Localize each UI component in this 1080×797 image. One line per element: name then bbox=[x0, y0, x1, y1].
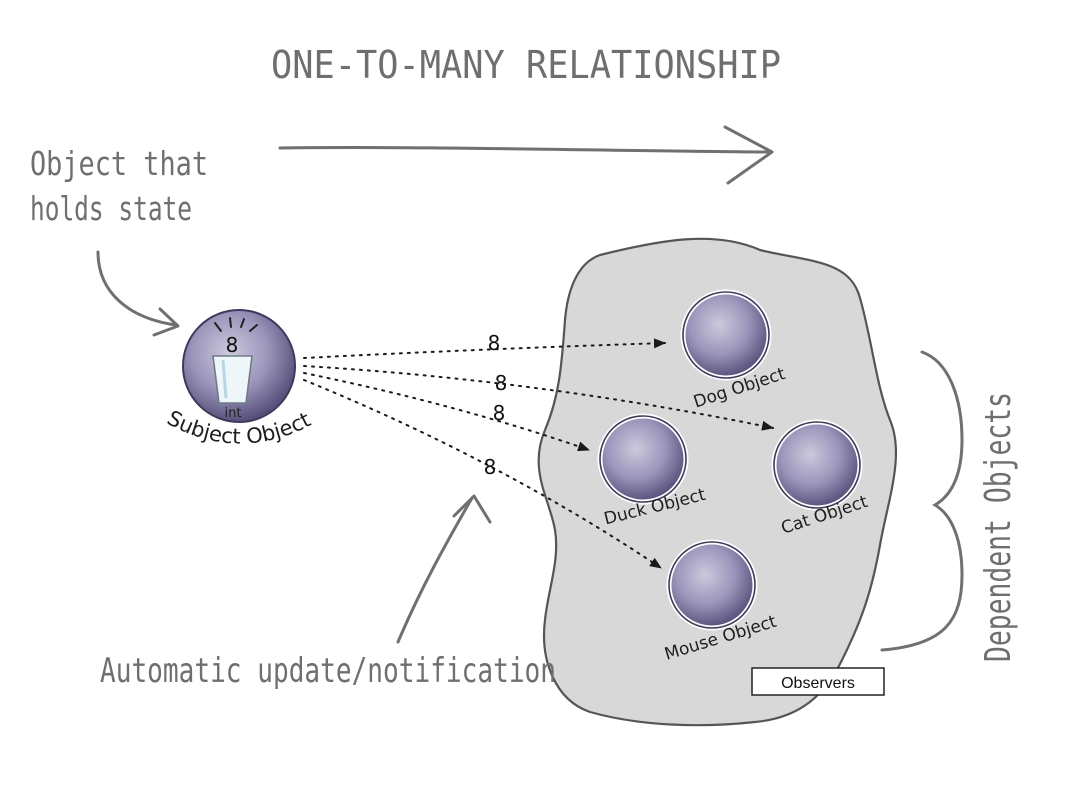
cat-object bbox=[771, 419, 863, 511]
message-value-mouse: 8 bbox=[484, 455, 497, 479]
note-pointer-arrow bbox=[96, 250, 180, 337]
observers-tag-label: Observers bbox=[781, 675, 855, 692]
subject-state-value: 8 bbox=[226, 333, 239, 357]
notify-arrow-mouse bbox=[303, 379, 662, 569]
notify-arrow-duck bbox=[303, 372, 590, 452]
subject-object: 8 int bbox=[182, 309, 296, 423]
dependent-objects-label: Dependent Objects bbox=[978, 392, 1019, 662]
subject-note-line2: holds state bbox=[30, 189, 192, 228]
one-to-many-arrow bbox=[278, 125, 774, 185]
dog-object bbox=[680, 289, 772, 381]
mouse-object bbox=[666, 539, 758, 631]
observers-tag: Observers bbox=[751, 667, 885, 696]
subject-note-line1: Object that bbox=[30, 144, 208, 183]
sparkle-icon bbox=[214, 317, 258, 332]
message-value-dog: 8 bbox=[488, 331, 501, 355]
notify-arrow-cat bbox=[303, 365, 774, 431]
automatic-update-label: Automatic update/notification bbox=[100, 651, 556, 691]
message-value-cat: 8 bbox=[495, 371, 508, 395]
notify-arrow-dog bbox=[303, 338, 666, 359]
update-pointer-arrow bbox=[396, 494, 492, 644]
diagram-title: ONE-TO-MANY RELATIONSHIP bbox=[271, 43, 781, 87]
message-value-duck: 8 bbox=[493, 401, 506, 425]
duck-object bbox=[597, 413, 689, 505]
observer-group-blob bbox=[537, 237, 897, 727]
cup-icon bbox=[212, 355, 253, 404]
subject-state-type: int bbox=[225, 406, 242, 421]
dependent-brace bbox=[880, 350, 964, 652]
